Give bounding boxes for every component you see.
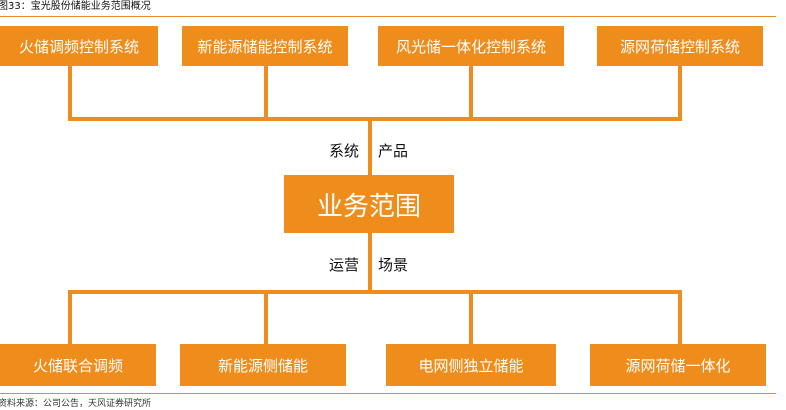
label-product: 产品 (378, 142, 409, 160)
top-box-3: 风光储一体化控制系统 (378, 26, 564, 66)
connector-bottom-2 (264, 290, 268, 344)
figure-caption: 图33：宝光股份储能业务范围概况 (0, 1, 151, 12)
top-box-4: 源网荷储控制系统 (597, 26, 763, 66)
connector-bottom-3 (469, 290, 473, 344)
label-operation: 运营 (329, 256, 360, 274)
lower-bus-line (68, 290, 682, 294)
top-box-1: 火储调频控制系统 (0, 26, 158, 66)
connector-bottom-1 (68, 290, 72, 344)
label-scenario: 场景 (378, 256, 409, 274)
bottom-rule (0, 393, 776, 394)
upper-bus-line (68, 117, 682, 121)
center-box: 业务范围 (284, 175, 454, 233)
bottom-box-3: 电网侧独立储能 (386, 344, 556, 386)
lower-trunk-line (368, 233, 372, 293)
source-note: 资料来源：公司公告，天风证券研究所 (0, 399, 152, 409)
label-system: 系统 (329, 142, 360, 160)
connector-top-3 (469, 66, 473, 120)
connector-top-2 (264, 66, 268, 120)
bottom-box-4: 源网荷储一体化 (590, 344, 766, 386)
upper-trunk-line (368, 117, 372, 175)
connector-top-1 (68, 66, 72, 120)
connector-bottom-4 (678, 290, 682, 344)
bottom-box-1: 火储联合调频 (0, 344, 156, 386)
connector-top-4 (678, 66, 682, 120)
bottom-box-2: 新能源侧储能 (180, 344, 346, 386)
top-rule (0, 16, 776, 17)
top-box-2: 新能源储能控制系统 (182, 26, 348, 66)
